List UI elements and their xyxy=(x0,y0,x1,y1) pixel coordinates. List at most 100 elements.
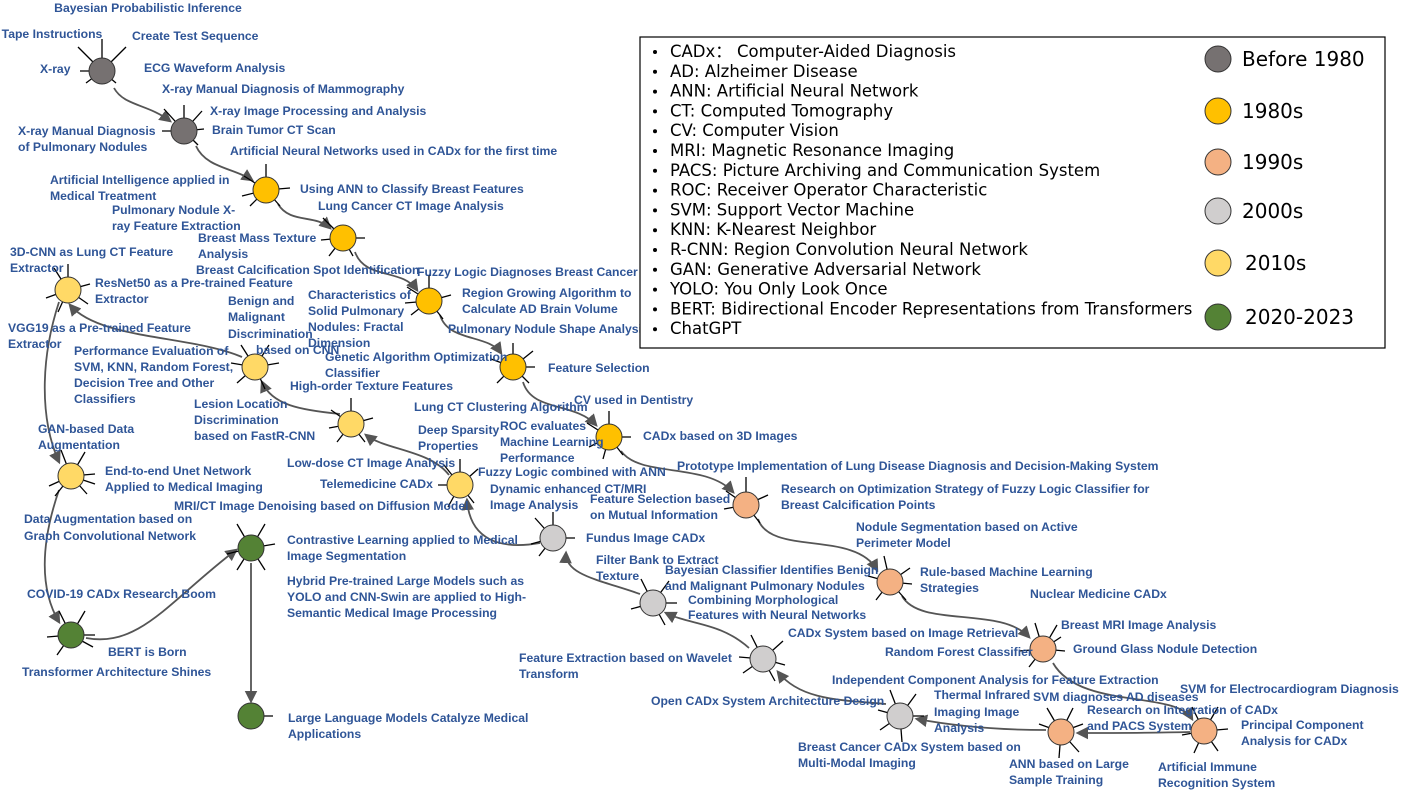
n13-label: Thermal Infrared xyxy=(934,688,1030,702)
n8-label: Feature Selection based xyxy=(590,492,730,506)
n22-label: BERT is Born xyxy=(108,645,187,659)
timeline-node-n10 xyxy=(1029,635,1057,663)
n6-label: Pulmonary Nodule Shape Analysis xyxy=(448,322,649,336)
n20-label: Extractor xyxy=(95,292,149,306)
n19-label: Performance Evaluation of xyxy=(74,344,229,358)
legend-bullet xyxy=(653,89,657,94)
legend-bullet xyxy=(653,50,657,54)
n16-label: Image Analysis xyxy=(490,498,579,512)
n17-label: MRI/CT Image Denoising based on Diffusio… xyxy=(174,499,469,513)
edge-n5-n6 xyxy=(439,314,503,356)
n19-label: Decision Tree and Other xyxy=(74,376,214,390)
n21-label: Data Augmentation based on xyxy=(24,512,192,526)
legend-bullet xyxy=(653,168,657,173)
edge-n3-n4 xyxy=(277,203,332,230)
n8-label: Research on Optimization Strategy of Fuz… xyxy=(781,482,1150,496)
n12-label: Sample Training xyxy=(1009,773,1103,787)
edge-n17-n18 xyxy=(364,433,450,476)
edge-n4-n5 xyxy=(354,251,419,293)
edge-n15-n16 xyxy=(559,550,641,595)
legend-bullet xyxy=(653,129,657,134)
n24-label: Large Language Models Catalyze Medical xyxy=(288,711,528,725)
n3-label: Using ANN to Classify Breast Features xyxy=(300,182,524,196)
n9-label: Bayesian Classifier Identifies Benign xyxy=(665,563,878,577)
n21-label: Graph Convolutional Network xyxy=(24,529,196,543)
n21-label: Applied to Medical Imaging xyxy=(105,480,263,494)
n11-label: Artificial Immune xyxy=(1158,760,1257,774)
timeline-node-n23 xyxy=(237,534,265,562)
n7-label: CADx based on 3D Images xyxy=(643,429,798,443)
legend-item: ChatGPT xyxy=(670,319,742,338)
timeline-node-n8 xyxy=(732,491,760,519)
legend-bullet xyxy=(653,208,657,213)
n4-label: Lung Cancer CT Image Analysis xyxy=(318,199,504,213)
n23-label: Hybrid Pre-trained Large Models such as xyxy=(287,574,524,588)
n5-label: Fuzzy Logic Diagnoses Breast Cancer xyxy=(417,265,638,279)
n13-label: Independent Component Analysis for Featu… xyxy=(832,673,1159,687)
edge-n7-n8 xyxy=(620,450,735,494)
legend-item: PACS: Picture Archiving and Communicatio… xyxy=(670,161,1100,180)
edge-n11-n12 xyxy=(1075,726,1191,740)
n13-label: Breast Cancer CADx System based on xyxy=(798,740,1021,754)
n19-label: Discrimination xyxy=(228,327,313,341)
timeline-node-n24 xyxy=(237,702,265,730)
timeline-node-n14 xyxy=(749,645,777,673)
edge-n1-n2 xyxy=(113,87,172,123)
timeline-node-n9 xyxy=(876,568,904,596)
timeline-node-n22 xyxy=(57,621,85,649)
n15-label: Combining Morphological xyxy=(688,593,838,607)
legend-era-label: 2010s xyxy=(1245,251,1306,275)
edge-n21-n22 xyxy=(43,489,61,625)
n16-label: Dynamic enhanced CT/MRI xyxy=(490,482,646,496)
n10-label: Nuclear Medicine CADx xyxy=(1030,587,1167,601)
edge-n18-n19 xyxy=(260,379,341,415)
n4-label: Breast Calcification Spot Identification xyxy=(196,263,419,277)
n3-label: Artificial Intelligence applied in xyxy=(50,173,229,187)
edge-n20-n21 xyxy=(43,301,61,465)
n8-label: Breast Calcification Points xyxy=(781,498,936,512)
n20-label: ResNet50 as a Pre-trained Feature xyxy=(95,276,293,290)
n7-label: Machine Learning xyxy=(500,435,604,449)
legend-item: CV: Computer Vision xyxy=(670,121,839,140)
n18-label: Low-dose CT Image Analysis xyxy=(287,456,455,470)
legend-era-label: 1980s xyxy=(1242,99,1303,123)
n20-label: VGG19 as a Pre-trained Feature xyxy=(8,321,191,335)
n10-label: Breast MRI Image Analysis xyxy=(1061,618,1217,632)
timeline-node-n15 xyxy=(639,589,667,617)
edge-n12-n13 xyxy=(914,714,1047,731)
n24-label: Applications xyxy=(288,727,361,741)
legend-era-swatch xyxy=(1204,197,1232,225)
legend-item: GAN: Generative Adversarial Network xyxy=(670,260,981,279)
n15-label: Texture xyxy=(596,569,639,583)
n6-label: Feature Selection xyxy=(548,361,650,375)
timeline-node-n11 xyxy=(1190,717,1218,745)
n20-label: Extractor xyxy=(8,337,62,351)
timeline-node-n21 xyxy=(57,462,85,490)
timeline-node-n1 xyxy=(88,57,116,85)
timeline-node-n4 xyxy=(329,224,357,252)
n1-label: ECG Waveform Analysis xyxy=(144,61,286,75)
n10-label: Random Forest Classifier xyxy=(885,645,1033,659)
n13-label: Multi-Modal Imaging xyxy=(798,756,916,770)
legend-era-label: 1990s xyxy=(1242,150,1303,174)
n9-label: Strategies xyxy=(920,581,979,595)
n21-label: Augmentation xyxy=(38,438,120,452)
n19-label: Benign and xyxy=(228,294,294,308)
legend-era-label: Before 1980 xyxy=(1242,47,1365,71)
legend-era-swatch xyxy=(1204,97,1232,125)
n11-label: Analysis for CADx xyxy=(1241,734,1348,748)
legend-item: CADx： Computer-Aided Diagnosis xyxy=(670,42,956,61)
n23-label: Contrastive Learning applied to Medical xyxy=(287,533,518,547)
legend-bullet xyxy=(653,327,657,332)
n6-label: Classifier xyxy=(325,366,380,380)
n7-label: Performance xyxy=(500,451,575,465)
n23-label: Image Segmentation xyxy=(287,549,406,563)
legend-item: CT: Computed Tomography xyxy=(670,101,893,120)
n2-label: X-ray Image Processing and Analysis xyxy=(210,104,427,118)
timeline-node-n12 xyxy=(1047,718,1075,746)
n2-label: Brain Tumor CT Scan xyxy=(212,123,336,137)
n19-label: Lesion Location xyxy=(194,397,287,411)
